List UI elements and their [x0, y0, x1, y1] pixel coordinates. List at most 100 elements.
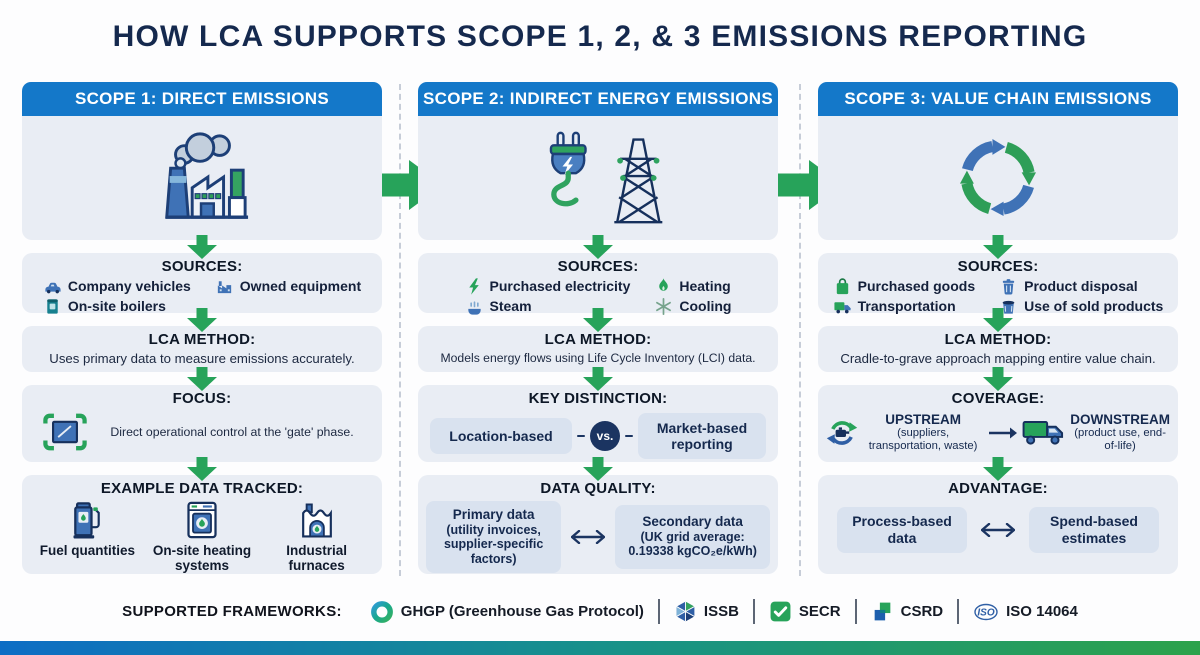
source-label: Transportation — [857, 298, 956, 314]
framework-csrd: CSRD — [871, 600, 944, 623]
down-arrow-icon — [583, 366, 613, 391]
scope2-lca-card: LCA METHOD: Models energy flows using Li… — [418, 326, 778, 372]
double-arrow-icon — [571, 530, 606, 544]
coverage-title: COVERAGE: — [951, 390, 1045, 407]
example-label: Fuel quantities — [39, 543, 135, 558]
focus-text: Direct operational control at the 'gate'… — [110, 424, 354, 439]
example-title: EXAMPLE DATA TRACKED: — [100, 480, 304, 497]
distinction-title: KEY DISTINCTION: — [528, 390, 668, 407]
source-item: Transportation — [833, 297, 975, 316]
scope3-header: SCOPE 3: VALUE CHAIN EMISSIONS — [818, 82, 1178, 116]
scope1-header: SCOPE 1: DIRECT EMISSIONS — [22, 82, 382, 116]
source-label: On-site boilers — [67, 298, 166, 314]
downstream-block: DOWNSTREAM (product use, end-of-life) — [1070, 412, 1170, 453]
source-item: Heating — [654, 277, 731, 296]
down-arrow-icon — [583, 307, 613, 332]
down-arrow-icon — [983, 456, 1013, 481]
sources-list: Company vehicles Owned equipment On-site… — [30, 277, 374, 316]
source-label: Cooling — [679, 298, 732, 314]
frameworks-label: SUPPORTED FRAMEWORKS: — [122, 603, 342, 620]
down-arrow-icon — [187, 307, 217, 332]
scope1-header-label: SCOPE 1: DIRECT EMISSIONS — [74, 89, 330, 108]
scope2-sources-card: SOURCES: Purchased electricity Heating S… — [418, 253, 778, 316]
source-item: Use of sold products — [999, 297, 1163, 316]
fuel-pump-icon — [69, 500, 105, 540]
down-arrow-icon — [187, 456, 217, 481]
car-icon — [43, 277, 62, 296]
plug-tower-icon — [523, 130, 673, 226]
downstream-title: DOWNSTREAM — [1070, 412, 1170, 427]
example-label: On-site heating systems — [152, 543, 252, 573]
scope3-advantage-card: ADVANTAGE: Process-based data Spend-base… — [818, 475, 1178, 574]
down-arrow-icon — [583, 234, 613, 259]
down-arrow-icon — [583, 456, 613, 481]
source-item: Purchased goods — [833, 277, 975, 296]
process-based-pill: Process-based data — [837, 507, 967, 553]
source-label: Heating — [679, 278, 731, 294]
down-arrow-icon — [187, 234, 217, 259]
delivery-truck-icon — [1022, 418, 1066, 448]
down-arrow-icon — [983, 307, 1013, 332]
focus-frame-icon — [42, 412, 88, 452]
steam-icon — [465, 297, 484, 316]
sources-title: SOURCES: — [161, 258, 243, 275]
footer-separator — [752, 599, 755, 624]
source-label: Product disposal — [1024, 278, 1138, 294]
flow-right-arrow-icon — [988, 426, 1018, 440]
pill-label: Spend-based estimates — [1050, 513, 1138, 546]
down-arrow-icon — [187, 366, 217, 391]
primary-data-pill: Primary data (utility invoices, supplier… — [426, 501, 562, 573]
csrd-logo — [871, 600, 894, 623]
framework-label: SECR — [798, 603, 841, 620]
framework-iso: ISO ISO 14064 — [973, 601, 1078, 623]
source-item: Product disposal — [999, 277, 1163, 296]
upstream-sub: (suppliers, transportation, waste) — [868, 427, 978, 452]
pill-label: Location-based — [449, 428, 553, 444]
heater-icon — [184, 500, 220, 540]
cycle-arrows-icon — [947, 127, 1049, 229]
pill-title: Secondary data — [642, 514, 743, 530]
quality-title: DATA QUALITY: — [540, 480, 656, 497]
scope1-example-card: EXAMPLE DATA TRACKED: — [22, 475, 382, 574]
secondary-data-pill: Secondary data (UK grid average: 0.19338… — [615, 505, 770, 569]
source-label: Company vehicles — [67, 278, 191, 294]
scope3-coverage-card: COVERAGE: UPSTREAM (suppliers, tr — [818, 385, 1178, 462]
footer-separator — [657, 599, 660, 624]
scope2-header-label: SCOPE 2: INDIRECT ENERGY EMISSIONS — [423, 89, 773, 108]
flow-gap — [22, 366, 382, 391]
flow-gap — [418, 307, 778, 332]
source-item: Owned equipment — [215, 277, 361, 296]
framework-ghgp: GHGP (Greenhouse Gas Protocol) — [370, 600, 644, 624]
sources-list: Purchased electricity Heating Steam Cool… — [426, 277, 770, 316]
example-label: Industrial furnaces — [286, 543, 348, 573]
sources-list: Purchased goods Product disposal Transpo… — [826, 277, 1170, 316]
bin-icon — [999, 297, 1018, 316]
sources-title: SOURCES: — [957, 258, 1039, 275]
double-arrow-icon — [981, 523, 1015, 537]
scope3-lca-card: LCA METHOD: Cradle-to-grave approach map… — [818, 326, 1178, 372]
iso-logo: ISO — [973, 601, 999, 623]
page-title: HOW LCA SUPPORTS SCOPE 1, 2, & 3 EMISSIO… — [112, 20, 1088, 53]
footer-separator — [957, 599, 960, 624]
spend-based-pill: Spend-based estimates — [1029, 507, 1159, 553]
flow-gap — [22, 456, 382, 481]
trash-icon — [999, 277, 1018, 296]
scope3-column: SCOPE 3: VALUE CHAIN EMISSIONS SOURCE — [818, 82, 1178, 574]
equipment-icon — [215, 277, 234, 296]
source-label: Purchased goods — [857, 278, 976, 294]
source-label: Steam — [489, 298, 532, 314]
iso-glyph: ISO — [978, 607, 995, 618]
scope3-sources-card: SOURCES: Purchased goods Product disposa… — [818, 253, 1178, 316]
down-arrow-icon — [983, 234, 1013, 259]
downstream-sub: (product use, end-of-life) — [1074, 427, 1166, 452]
engine-cycle-icon — [826, 417, 858, 449]
bottom-accent-bar — [0, 641, 1200, 655]
column-divider — [399, 84, 401, 576]
scope3-header-label: SCOPE 3: VALUE CHAIN EMISSIONS — [844, 89, 1152, 108]
source-label: Purchased electricity — [489, 278, 631, 294]
lca-title: LCA METHOD: — [148, 331, 256, 348]
source-label: Owned equipment — [239, 278, 362, 294]
boiler-icon — [43, 297, 62, 316]
framework-label: CSRD — [900, 603, 944, 620]
framework-issb: ISSB — [674, 600, 739, 623]
